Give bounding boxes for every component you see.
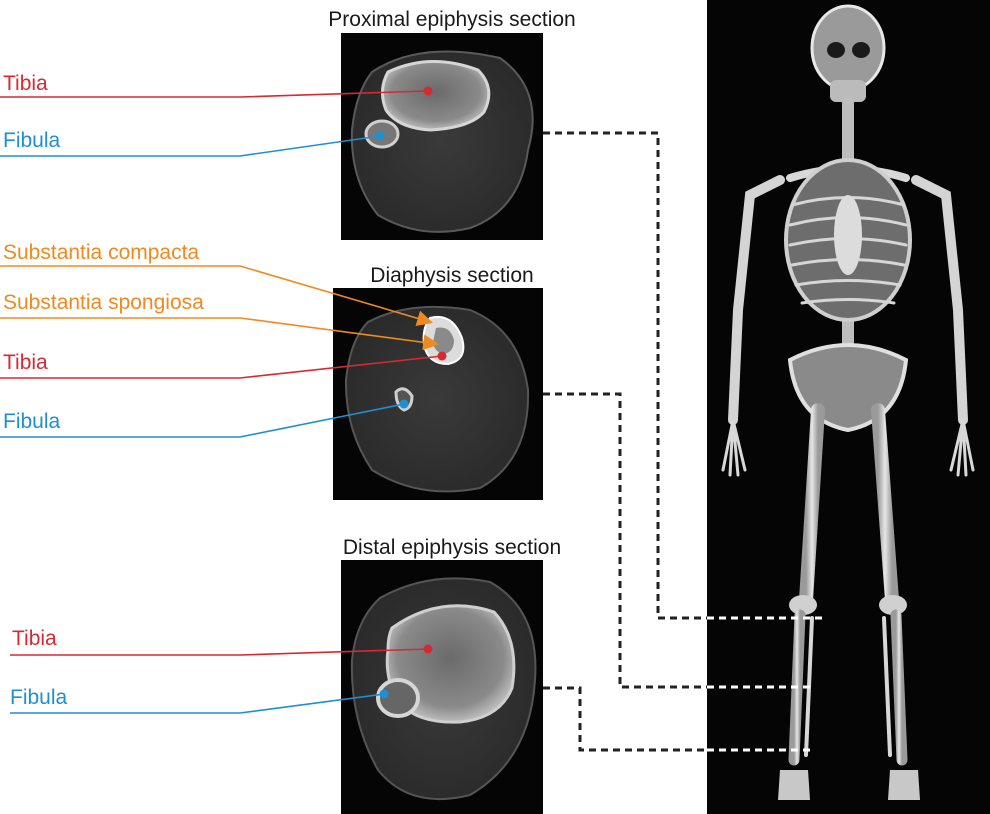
right-tibia-bone (890, 609, 908, 766)
distal-fibula-label: Fibula (10, 686, 68, 709)
proximal-tibia-label: Tibia (3, 72, 48, 95)
distal-section-title: Distal epiphysis section (343, 536, 561, 559)
proximal-tibia-leader (0, 90, 429, 98)
proximal-fibula-dot (375, 131, 385, 141)
compacta-label: Substantia compacta (3, 241, 199, 264)
right-arm (911, 175, 968, 425)
diaphysis-fibula-dot (399, 399, 409, 409)
left-arm (728, 175, 785, 425)
distal-labels: Tibia Fibula (10, 627, 433, 714)
skull (810, 4, 886, 92)
proximal-section-title: Proximal epiphysis section (328, 8, 575, 31)
distal-fibula-bone (376, 678, 420, 718)
connector-diaphysis-dark (543, 392, 707, 689)
spongiosa-leader (0, 317, 440, 351)
spongiosa-label: Substantia spongiosa (3, 291, 204, 314)
right-femur (871, 403, 899, 607)
diaphysis-labels: Substantia compacta Substantia spongiosa… (0, 241, 447, 438)
section-connectors (543, 131, 822, 752)
distal-fibula-leader (10, 693, 385, 714)
left-femur (799, 403, 825, 607)
proximal-labels: Tibia Fibula (0, 72, 433, 157)
diaphysis-section: Diaphysis section (333, 264, 543, 500)
compacta-leader (0, 265, 434, 327)
distal-fibula-dot (379, 689, 389, 699)
proximal-tibia-dot (423, 86, 433, 96)
diaphysis-tibia-label: Tibia (3, 351, 48, 374)
proximal-fibula-leader (0, 135, 381, 157)
connector-proximal-dark (543, 131, 707, 620)
diaphysis-tibia-leader (0, 355, 443, 379)
proximal-fibula-label: Fibula (3, 129, 61, 152)
diaphysis-tibia-dot (437, 351, 447, 361)
distal-tibia-label: Tibia (12, 627, 57, 650)
proximal-section: Proximal epiphysis section (328, 8, 576, 240)
skeleton-xray-panel (707, 0, 990, 814)
distal-tibia-leader (10, 648, 429, 656)
connector-distal-dark (543, 686, 707, 752)
proximal-tibia-bone (381, 60, 491, 132)
diaphysis-section-title: Diaphysis section (370, 264, 533, 287)
distal-tibia-dot (423, 644, 433, 654)
distal-section: Distal epiphysis section (341, 536, 561, 814)
diaphysis-fibula-label: Fibula (3, 410, 61, 433)
diaphysis-fibula-leader (0, 403, 405, 438)
